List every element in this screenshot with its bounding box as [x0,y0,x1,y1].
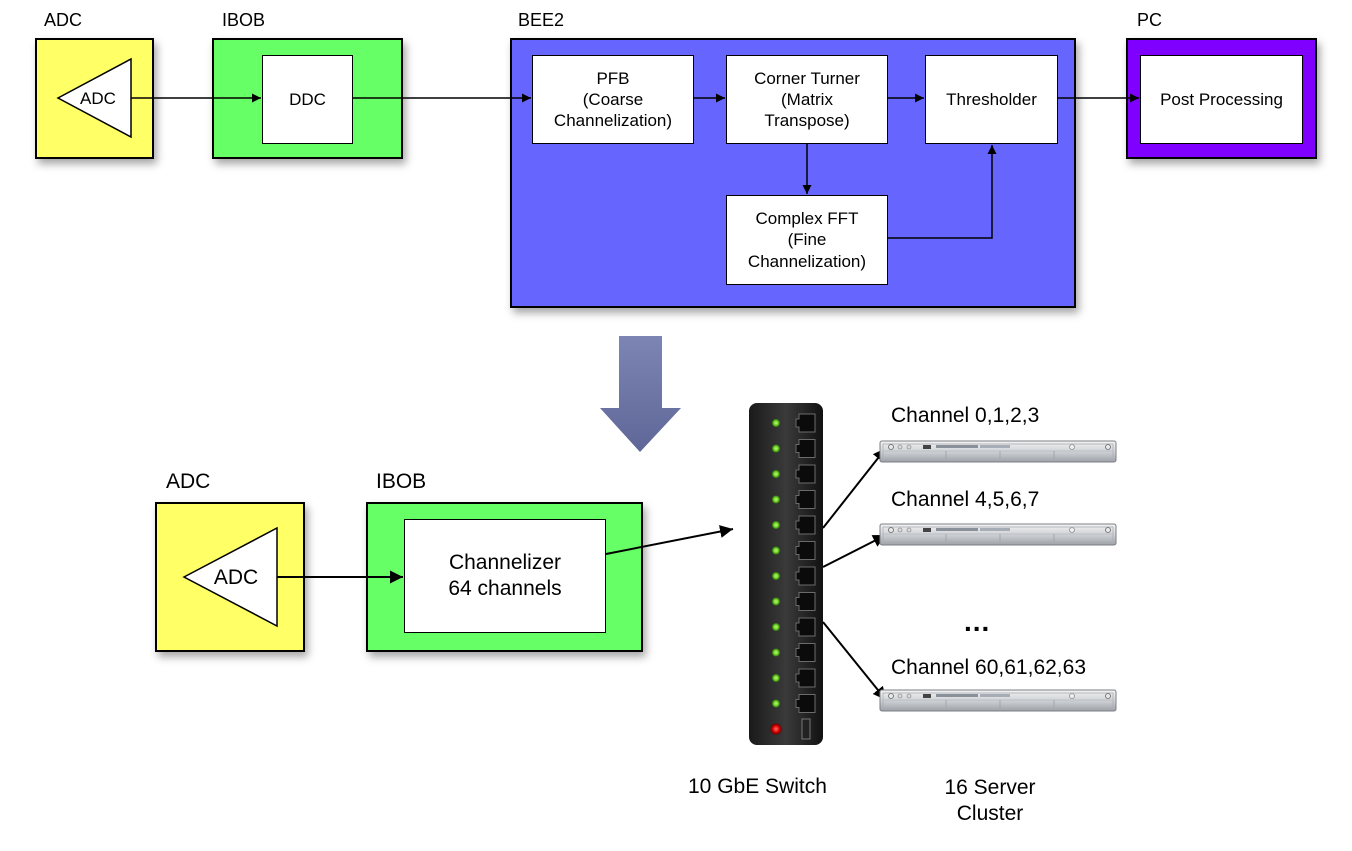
power-led [770,723,782,735]
port-led [772,623,780,631]
rack-server [879,523,1117,546]
cluster-caption: 16 Server Cluster [944,776,1036,826]
bottom-ibob-label: IBOB [376,470,427,493]
switch-caption: 10 GbE Switch [688,775,827,798]
ethernet-port [795,490,816,509]
port-led [772,546,780,555]
ethernet-port [795,439,816,458]
bottom-adc-symbol: ADC [182,526,278,628]
top-adc-label: ADC [44,10,83,30]
post-processing-box: Post Processing [1140,55,1303,144]
port-led [772,419,780,427]
ethernet-port [795,541,816,560]
ethernet-port [795,464,816,484]
port-led [772,444,780,453]
corner-turner-box: Corner Turner (Matrix Transpose) [726,55,888,144]
ddc-box: DDC [262,55,353,144]
port-led [772,699,780,708]
ethernet-port [795,668,816,688]
bottom-adc-label: ADC [166,470,211,493]
port-led [772,572,780,580]
arrow-channelizer-switch [605,525,734,555]
ethernet-port [795,566,816,586]
pc-label: PC [1137,10,1163,30]
port-led [772,470,780,478]
channelizer-box: Channelizer 64 channels [404,519,606,633]
rack-server [879,689,1117,712]
port-led [772,495,780,504]
ethernet-port [795,515,816,535]
transition-arrow [600,336,681,452]
server-label-2: Channel 60,61,62,63 [891,656,1086,679]
arrow-fft-thresholder [888,145,997,239]
bee2-label: BEE2 [518,10,565,30]
rack-server [879,440,1117,463]
ethernet-port [795,592,816,611]
port-led [772,674,780,682]
bottom-adc-symbol-text: ADC [214,566,258,589]
server-label-1: Channel 4,5,6,7 [891,488,1040,511]
port-led [772,597,780,606]
port-led [772,521,780,529]
ethernet-port [795,694,816,713]
ethernet-port [795,643,816,662]
top-adc-symbol-text: ADC [80,89,116,108]
server-label-0: Channel 0,1,2,3 [891,404,1040,427]
top-ibob-label: IBOB [222,10,266,30]
switch-device [749,403,823,745]
arrow-switch-server-0 [822,447,887,529]
port-led [772,648,780,657]
server-ellipsis: ... [964,606,991,637]
arrow-switch-server-1 [822,534,887,568]
arrow-switch-server-2 [822,621,887,701]
top-adc-symbol: ADC [56,57,132,139]
pfb-box: PFB (Coarse Channelization) [532,55,694,144]
ethernet-port [795,413,816,433]
uplink-port [801,718,811,740]
complex-fft-box: Complex FFT (Fine Channelization) [726,195,888,285]
ethernet-port [795,617,816,637]
thresholder-box: Thresholder [925,55,1058,144]
